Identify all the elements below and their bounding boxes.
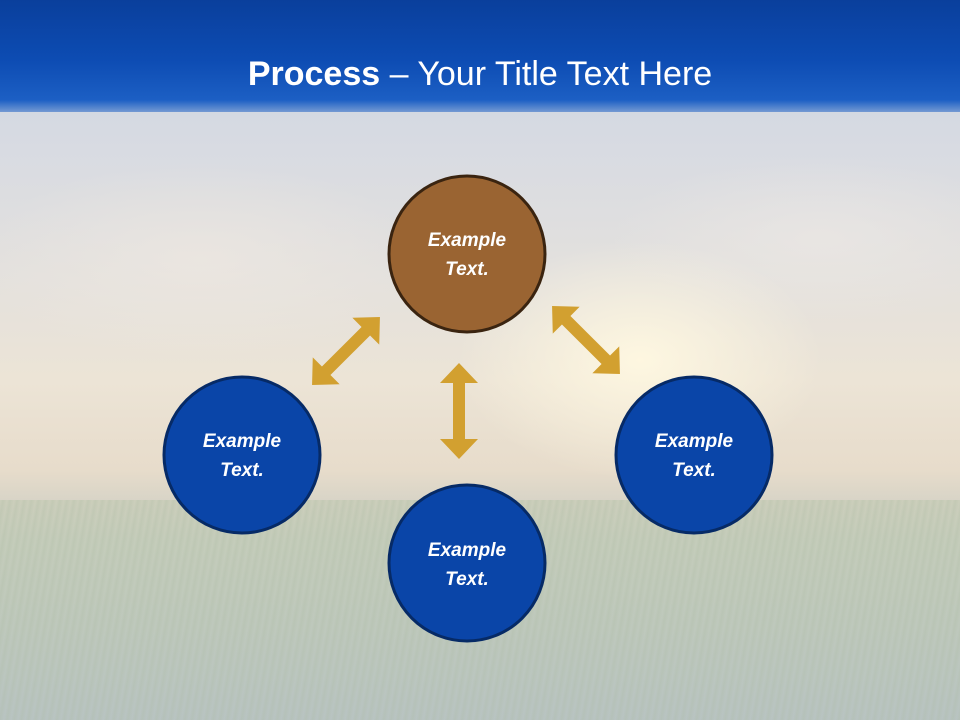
arrow-top-bottom [440,363,478,459]
node-left-line1: Example [203,431,282,452]
node-bottom-line1: Example [428,540,507,561]
node-left: Example Text. [162,375,322,535]
node-bottom-line2: Text. [445,569,489,590]
node-top: Example Text. [387,174,547,334]
node-top-circle [387,174,547,334]
title-bar [0,0,960,112]
node-right-line2: Text. [672,460,716,481]
node-bottom: Example Text. [387,483,547,643]
node-left-line2: Text. [220,460,264,481]
node-right-circle [614,375,774,535]
arrow-top-right [538,292,634,388]
node-top-line1: Example [428,230,507,251]
title-rest: – Your Title Text Here [380,55,713,93]
node-left-circle [162,375,322,535]
arrow-top-left [298,303,394,399]
title-bold: Process [247,55,381,93]
node-top-line2: Text. [445,259,489,280]
node-bottom-circle [387,483,547,643]
node-right-line1: Example [655,431,734,452]
node-right: Example Text. [614,375,774,535]
slide-title: Process – Your Title Text Here [0,52,960,96]
